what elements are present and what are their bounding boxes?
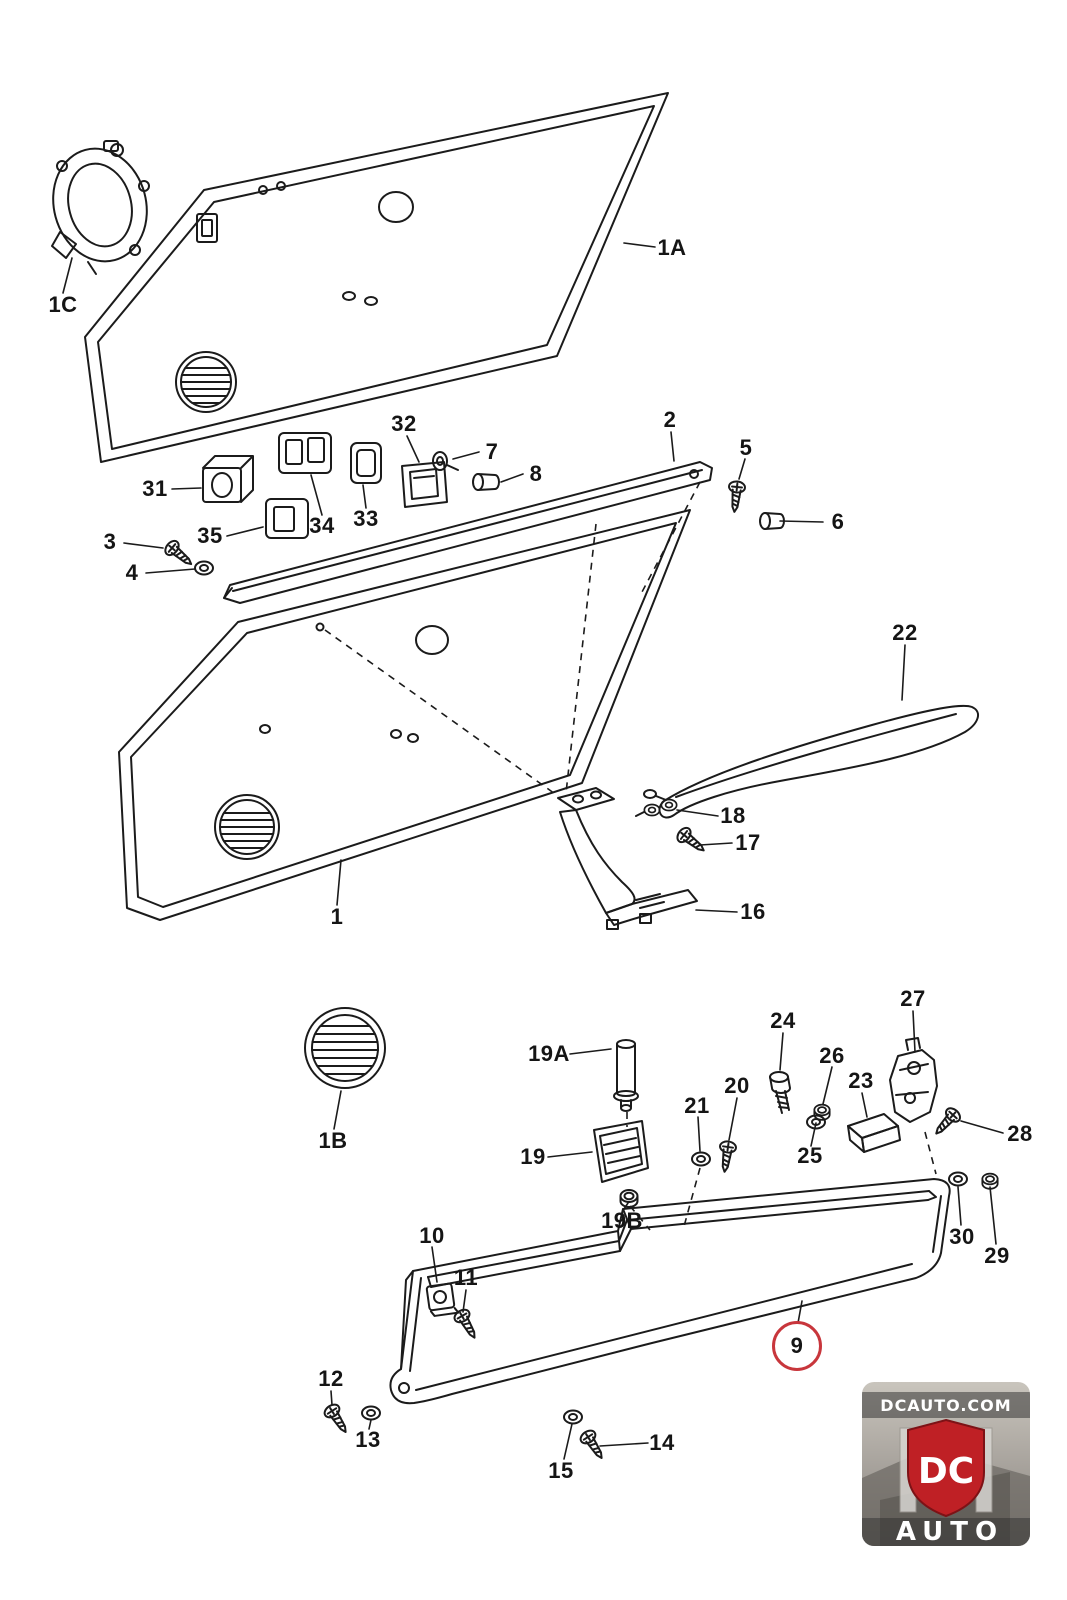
assembly-dashed-lines <box>324 481 937 1231</box>
watermark-name-text: AUTO <box>896 1517 1004 1547</box>
part-label-32: 32 <box>391 411 417 436</box>
part-label-12: 12 <box>318 1366 344 1391</box>
part-nut-10 <box>425 1282 460 1317</box>
part-label-8: 8 <box>529 461 543 486</box>
leader-lines <box>62 242 1004 1460</box>
part-bracket-16 <box>557 787 698 930</box>
part-door-panel-1A <box>84 92 669 463</box>
part-speaker-grille-1B <box>304 1007 386 1089</box>
part-label-5: 5 <box>739 435 753 460</box>
part-screw-11 <box>451 1306 483 1343</box>
part-washers-18 <box>635 798 678 817</box>
part-label-16: 16 <box>740 899 766 924</box>
part-door-panel-1 <box>118 509 691 921</box>
part-label-29: 29 <box>984 1243 1010 1268</box>
part-label-15: 15 <box>548 1458 574 1483</box>
watermark-monogram-text: DC <box>918 1451 974 1492</box>
part-wedge-23 <box>847 1113 901 1153</box>
part-armrest-22 <box>643 704 980 819</box>
part-label-4: 4 <box>125 560 139 585</box>
watermark-site-text: DCAUTO.COM <box>880 1396 1011 1415</box>
part-trim-strip-2 <box>223 461 713 604</box>
watermark-logo: DCAUTO.COM DC AUTO <box>862 1382 1030 1547</box>
part-label-35: 35 <box>197 523 223 548</box>
part-label-11: 11 <box>453 1265 479 1290</box>
part-screw-28 <box>929 1104 964 1140</box>
part-grommet-33 <box>350 442 382 484</box>
part-label-19B: 19B <box>601 1208 643 1233</box>
part-label-17: 17 <box>735 830 761 855</box>
part-latch-27 <box>889 1037 938 1123</box>
part-nut-19B <box>619 1189 639 1208</box>
part-label-18: 18 <box>720 803 746 828</box>
part-washer-13 <box>361 1405 381 1421</box>
part-label-7: 7 <box>485 439 499 464</box>
part-label-24: 24 <box>770 1008 796 1033</box>
part-screw-5 <box>725 479 747 514</box>
part-label-6: 6 <box>831 509 845 534</box>
part-label-25: 25 <box>797 1143 823 1168</box>
part-screw-20 <box>715 1139 738 1174</box>
part-frame-34 <box>278 432 332 474</box>
part-label-33: 33 <box>353 506 379 531</box>
part-screw-3 <box>161 537 198 572</box>
part-label-10: 10 <box>419 1223 445 1248</box>
part-label-1A: 1A <box>657 235 687 260</box>
part-washer-21 <box>691 1151 711 1167</box>
part-label-1B: 1B <box>318 1128 348 1153</box>
logo-shield <box>907 1418 985 1518</box>
part-label-9-highlighted: 9 <box>772 1321 822 1371</box>
part-bolt-24 <box>769 1071 791 1114</box>
part-plug-8 <box>472 473 500 491</box>
part-label-31: 31 <box>142 476 168 501</box>
part-label-28: 28 <box>1007 1121 1033 1146</box>
part-label-30: 30 <box>949 1224 975 1249</box>
part-switch-32 <box>401 461 448 508</box>
part-door-pocket-9 <box>389 1178 951 1405</box>
part-washer-15 <box>563 1409 583 1425</box>
part-ashtray-31 <box>202 455 254 503</box>
part-label-20: 20 <box>724 1073 750 1098</box>
part-label-14: 14 <box>649 1430 675 1455</box>
part-vent-19 <box>593 1120 649 1183</box>
part-mounting-ring-1C <box>51 140 150 275</box>
part-screw-17 <box>673 824 710 858</box>
part-label-3: 3 <box>103 529 117 554</box>
part-label-27: 27 <box>900 986 926 1011</box>
part-label-13: 13 <box>355 1427 381 1452</box>
part-label-19A: 19A <box>528 1041 570 1066</box>
part-label-1C: 1C <box>48 292 78 317</box>
part-label-1: 1 <box>330 904 344 929</box>
part-washer-30 <box>948 1171 968 1187</box>
part-nut-4 <box>194 560 214 576</box>
part-frame-35 <box>265 498 309 539</box>
part-label-26: 26 <box>819 1043 845 1068</box>
part-label-2: 2 <box>663 407 677 432</box>
part-label-23: 23 <box>848 1068 874 1093</box>
part-pin-7 <box>432 451 459 471</box>
part-label-22: 22 <box>892 620 918 645</box>
part-label-19: 19 <box>520 1144 546 1169</box>
part-label-34: 34 <box>309 513 335 538</box>
part-screw-12 <box>321 1401 354 1438</box>
part-pin-19A <box>613 1039 639 1112</box>
part-label-21: 21 <box>684 1093 710 1118</box>
